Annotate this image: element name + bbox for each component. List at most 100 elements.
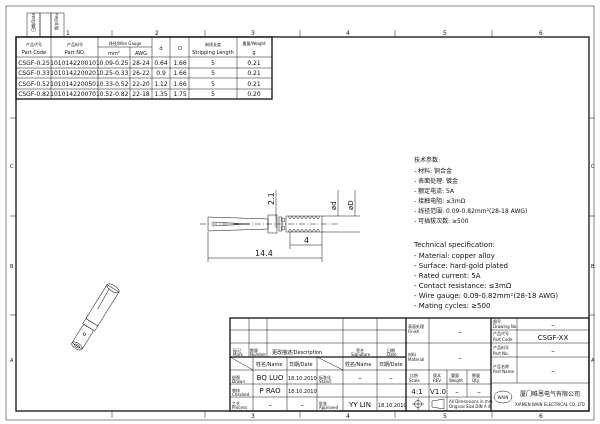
row-marker: C <box>10 164 14 170</box>
svg-text:表面处理: 表面处理 <box>408 323 424 329</box>
svg-text:Part Name: Part Name <box>493 369 515 374</box>
svg-text:–: – <box>389 374 393 382</box>
svg-text:–: – <box>458 354 462 362</box>
header-stripping: Stripping Length <box>192 50 234 56</box>
table-cell: 5 <box>211 91 215 98</box>
svg-text:–: – <box>455 388 459 396</box>
svg-text:- 表面处理: 镀金: - 表面处理: 镀金 <box>414 177 458 185</box>
revision-boxes: 日期/Date 版本/Rev. <box>26 12 65 38</box>
svg-text:Part Code: Part Code <box>493 337 513 342</box>
row-marker: A <box>10 358 14 364</box>
table-cell: 0.21 <box>247 81 261 88</box>
svg-text:- Mating cycles: ≥500: - Mating cycles: ≥500 <box>414 302 490 310</box>
row-marker: B <box>10 264 14 270</box>
checked-name: P RAO <box>259 387 281 395</box>
table-cell: 0.9 <box>156 70 166 77</box>
table-cell: 0.52-0.82 <box>100 91 129 98</box>
col-marker: 1 <box>66 30 70 37</box>
company-name-cn: 厦门唯恩电气有限公司 <box>520 390 580 398</box>
table-cell: 1010142200101 <box>50 60 100 67</box>
col-marker: 3 <box>251 413 255 420</box>
table-cell: CSGF-0.33 <box>18 70 50 77</box>
svg-text:数量: 数量 <box>472 372 480 378</box>
svg-text:–: – <box>477 388 481 396</box>
svg-text:Part No.: Part No. <box>493 351 509 356</box>
table-cell: CSGF-0.82 <box>18 91 50 98</box>
svg-text:标记: 标记 <box>233 347 241 353</box>
drawn-name: BQ LUO <box>257 374 284 382</box>
table-cell: 5 <box>211 60 215 67</box>
row-marker: C <box>591 164 595 170</box>
header-D: D <box>178 46 182 52</box>
svg-text:比例: 比例 <box>410 372 418 378</box>
svg-text:Weight: Weight <box>449 378 463 383</box>
contact-side-view: 14.4 4 2.1 ød øD <box>200 190 360 262</box>
svg-text:Drawing No.: Drawing No. <box>493 324 518 329</box>
svg-text:Finish: Finish <box>408 329 420 334</box>
row-marker: A <box>591 358 595 364</box>
table-cell: 0.20 <box>247 91 261 98</box>
svg-text:- 额定电流: 5A: - 额定电流: 5A <box>414 187 455 195</box>
dimension-strip: 4 <box>304 236 309 245</box>
svg-text:- 可插拔次数: ≥500: - 可插拔次数: ≥500 <box>414 217 469 225</box>
dimension-length: 14.4 <box>255 249 273 258</box>
table-cell: 1.35 <box>154 91 168 98</box>
svg-text:–: – <box>551 347 555 355</box>
col-marker: 5 <box>443 413 447 420</box>
svg-text:Date: Date <box>387 352 397 357</box>
col-marker: 6 <box>539 413 543 420</box>
svg-text:- Wire gauge: 0.09-0.82mm²(28-: - Wire gauge: 0.09-0.82mm²(28-18 AWG) <box>414 292 558 300</box>
svg-text:- Contact resistance: ≤3mΩ: - Contact resistance: ≤3mΩ <box>414 282 512 290</box>
approved-name: YY LIN <box>348 401 371 409</box>
table-cell: 5 <box>211 81 215 88</box>
header-part-code: Part Code <box>22 50 46 56</box>
row-marker: B <box>591 264 595 270</box>
header-awg: AWG <box>135 51 147 57</box>
svg-text:日期: 日期 <box>387 347 395 353</box>
svg-text:工艺: 工艺 <box>232 401 240 406</box>
svg-text:技术参数:: 技术参数: <box>414 156 440 164</box>
svg-text:版本/Rev.: 版本/Rev. <box>53 12 59 30</box>
svg-text:- 线径范围: 0.09-0.82mm²(28-18 AWG: - 线径范围: 0.09-0.82mm²(28-18 AWG) <box>414 207 527 215</box>
table-cell: 0.25-0.33 <box>100 70 129 77</box>
svg-text:–: – <box>551 367 555 375</box>
table-cell: 0.33-0.52 <box>100 81 129 88</box>
svg-text:- Surface: hard-gold plated: - Surface: hard-gold plated <box>414 262 508 270</box>
svg-text:Signature: Signature <box>351 352 371 357</box>
header-d: d <box>159 46 162 52</box>
svg-text:姓名/Name: 姓名/Name <box>345 361 371 368</box>
svg-text:姓名/Name: 姓名/Name <box>256 361 282 368</box>
svg-text:- 接触电阻: ≤3mΩ: - 接触电阻: ≤3mΩ <box>414 197 466 205</box>
table-cell: 1.66 <box>173 70 187 77</box>
table-cell: 0.21 <box>247 70 261 77</box>
col-marker: 4 <box>346 30 350 37</box>
col-marker: 3 <box>251 30 255 37</box>
svg-text:审核: 审核 <box>232 387 240 393</box>
table-cell: 1010142200501 <box>50 81 100 88</box>
dimension-diameter: 2.1 <box>267 192 276 205</box>
spec-en: Technical specification: - Material: cop… <box>413 241 558 310</box>
scale-value: 4:1 <box>411 388 422 396</box>
svg-text:Checked: Checked <box>232 392 250 397</box>
table-cell: CSGF-0.25 <box>18 60 50 67</box>
svg-text:批准: 批准 <box>319 400 327 406</box>
svg-text:标准化: 标准化 <box>319 374 331 380</box>
col-marker: 2 <box>155 30 159 37</box>
dimension-d: ød <box>330 201 338 210</box>
dimension-D: øD <box>347 200 355 210</box>
grid-markers: 1 2 3 4 5 6 3 4 5 6 C B A C B A <box>10 30 595 420</box>
table-cell: 0.64 <box>154 60 168 67</box>
table-cell: 22-20 <box>132 81 150 88</box>
svg-text:REV.: REV. <box>433 378 442 383</box>
svg-text:Drawn: Drawn <box>232 379 245 384</box>
header-part-no-cn: 产品料号 <box>67 41 83 47</box>
svg-text:- Material: copper alloy: - Material: copper alloy <box>414 252 495 260</box>
svg-text:Material: Material <box>408 357 424 362</box>
header-part-code-cn: 产品代号 <box>26 41 42 47</box>
spec-cn: 技术参数: - 材料: 铜合金 - 表面处理: 镀金 - 额定电流: 5A - … <box>414 156 527 225</box>
svg-text:–: – <box>300 401 304 409</box>
col-marker: 4 <box>346 413 350 420</box>
svg-text:Original Size DIN A 4: Original Size DIN A 4 <box>449 404 491 409</box>
